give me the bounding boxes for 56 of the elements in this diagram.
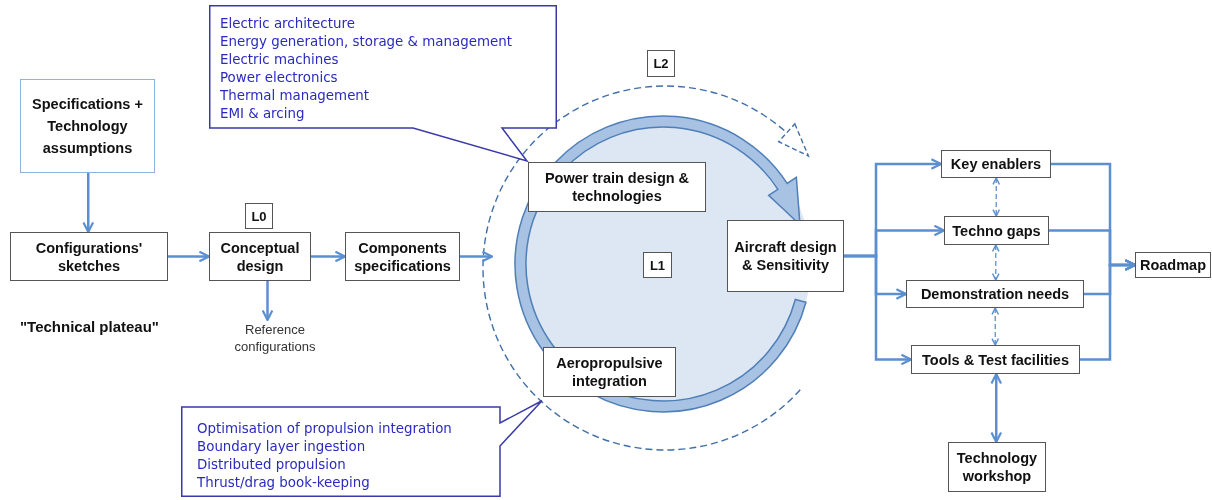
- process-box: [941, 150, 1051, 178]
- box-label: Tools & Test facilities: [922, 350, 1069, 369]
- arrow: [168, 250, 211, 263]
- box-label: Techno gaps: [952, 221, 1041, 240]
- process-box: [906, 280, 1084, 308]
- arrow: [844, 254, 913, 366]
- process-box: [911, 345, 1080, 374]
- topic-item: Energy generation, storage & management: [220, 33, 512, 51]
- dashed-arrow: [991, 244, 1000, 281]
- box-label: Aeropropulsive integration: [555, 354, 664, 390]
- topic-item: Optimisation of propulsion integration: [197, 420, 452, 438]
- box-label: Aircraft design & Sensitivity: [733, 238, 838, 274]
- dashed-arrow: [991, 307, 1000, 346]
- topic-item: EMI & arcing: [220, 105, 305, 123]
- box-label: Reference configurations: [233, 321, 317, 355]
- process-box: [10, 232, 168, 281]
- arrow: [1080, 259, 1137, 361]
- input-box: [20, 79, 155, 173]
- box-label: Specifications + Technology assumptions: [31, 95, 144, 158]
- topic-item: Electric architecture: [220, 15, 355, 33]
- topic-item: Thrust/drag book-keeping: [197, 474, 370, 492]
- level-label: L0: [251, 208, 267, 224]
- callout-bubble: [181, 400, 543, 497]
- arrow: [311, 250, 347, 263]
- process-box: [345, 232, 460, 281]
- box-label: Roadmap: [1139, 256, 1207, 274]
- box-label: Technology workshop: [955, 449, 1039, 485]
- box-label: Configurations' sketches: [34, 238, 144, 275]
- stage-caption: "Technical plateau": [20, 318, 159, 335]
- level-label: L1: [649, 257, 666, 273]
- process-box: [944, 216, 1049, 245]
- level-label: L2: [653, 56, 669, 71]
- level-tag: [643, 252, 672, 278]
- callout-bubble: [209, 5, 557, 162]
- process-box: [209, 232, 311, 281]
- process-box: [948, 442, 1046, 492]
- topic-item: Electric machines: [220, 51, 339, 69]
- topic-item: Thermal management: [220, 87, 370, 105]
- topic-item: Boundary layer ingestion: [197, 438, 366, 456]
- level-tag: [647, 50, 675, 77]
- box-label: Key enablers: [950, 155, 1042, 173]
- box-label: Conceptual design: [219, 238, 301, 275]
- arrow: [990, 372, 1003, 444]
- box-label: Demonstration needs: [920, 285, 1070, 303]
- arrow: [460, 250, 494, 263]
- process-box: [543, 347, 676, 397]
- arrow: [82, 173, 95, 234]
- process-box: [528, 162, 706, 212]
- box-label: Components specifications: [353, 238, 452, 275]
- box-label: Power train design & technologies: [543, 169, 691, 205]
- dashed-arrow: [992, 177, 1001, 217]
- arrow: [261, 281, 274, 322]
- topic-item: Power electronics: [220, 69, 338, 87]
- topic-item: Distributed propulsion: [197, 456, 346, 474]
- process-box: [727, 220, 844, 292]
- level-tag: [245, 203, 273, 229]
